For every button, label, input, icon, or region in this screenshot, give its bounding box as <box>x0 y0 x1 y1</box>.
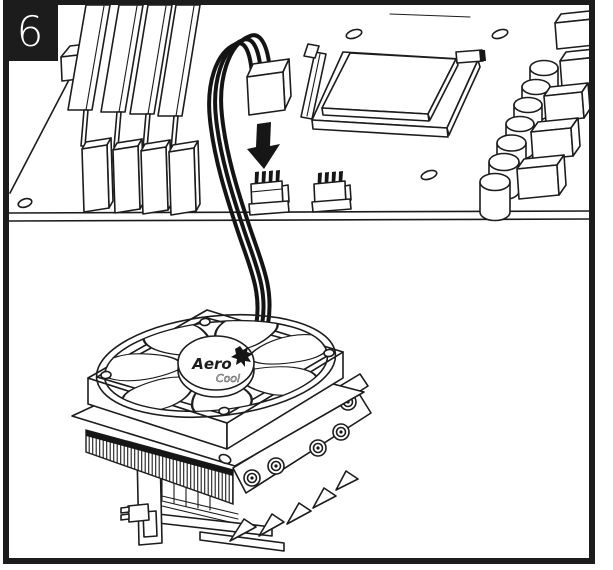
screw-hole <box>420 169 438 181</box>
fan-power-plug <box>246 58 292 116</box>
choke-cube <box>559 48 589 88</box>
spring-screw <box>243 469 261 487</box>
socket-lever-tab <box>455 49 484 64</box>
fan-header-target <box>248 170 290 216</box>
frame-border <box>3 0 595 564</box>
heatsink-fins <box>85 429 234 505</box>
choke-cube <box>516 154 567 200</box>
logo-leaf-icon <box>231 346 253 367</box>
vrm-chokes <box>516 10 589 200</box>
screw-hole <box>345 28 363 40</box>
choke-cube <box>530 117 581 161</box>
logo-text-cool: Cool <box>216 372 240 385</box>
fan-corner-hole <box>100 370 112 380</box>
capacitor <box>479 172 511 222</box>
step-badge: 6 <box>3 0 58 61</box>
fan-corner-hole <box>218 406 230 416</box>
edge-connector-block <box>112 138 145 214</box>
plate-hole <box>218 453 232 465</box>
cpu-socket <box>300 43 486 138</box>
spring-screw <box>309 439 327 457</box>
screw-hole <box>17 197 33 209</box>
ram-slots <box>67 5 201 216</box>
fan-corner-hole <box>323 348 335 358</box>
base-fins-teeth <box>229 470 359 542</box>
edge-connector-block <box>168 140 201 216</box>
screw-hole <box>491 28 509 40</box>
choke-cube <box>554 10 589 50</box>
spring-screw <box>332 423 350 441</box>
fan-hub-logo: Aero Cool <box>177 335 255 398</box>
motherboard-illustration <box>9 5 589 222</box>
spring-screw <box>267 457 285 475</box>
board-trace-line <box>389 13 471 18</box>
fan-opening-ring <box>95 313 337 419</box>
clip-lever <box>127 503 150 523</box>
diagram-content: Aero Cool <box>9 5 589 552</box>
edge-connector-block <box>81 137 114 213</box>
fan-cable <box>207 33 292 328</box>
fan-wire <box>219 33 272 326</box>
down-arrow-icon <box>247 122 280 169</box>
fan-header-secondary <box>311 171 352 213</box>
cooler-fan: Aero Cool <box>87 309 344 450</box>
choke-cube <box>543 82 589 123</box>
cpu-cooler: Aero Cool <box>71 309 372 552</box>
logo-text-aero: Aero <box>191 355 232 373</box>
step-number: 6 <box>17 7 44 56</box>
edge-connector-block <box>140 139 173 215</box>
fan-corner-hole <box>199 317 211 327</box>
